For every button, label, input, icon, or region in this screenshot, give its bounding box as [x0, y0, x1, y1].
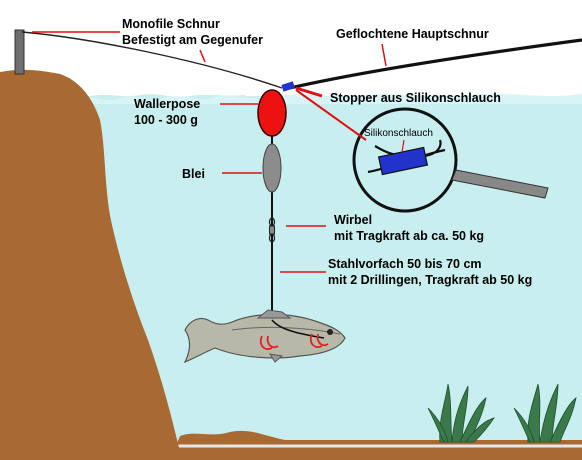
silicone-tube-icon: [377, 146, 429, 176]
stopper-icon: [281, 81, 295, 92]
water-waves: [80, 93, 582, 104]
label-wirbel-line2: mit Tragkraft ab ca. 50 kg: [334, 229, 485, 243]
label-hauptschnur: Geflochtene Hauptschnur: [336, 26, 489, 42]
pointer-hauptschnur: [381, 43, 387, 67]
monofil-line: [21, 31, 283, 89]
pointer-silikon: [401, 139, 405, 153]
label-blei: Blei: [182, 166, 205, 182]
label-blei-text: Blei: [182, 167, 205, 181]
treble-hook-icon: [259, 333, 329, 350]
pointer-monofil-mid: [199, 49, 206, 63]
label-stahlvorfach: Stahlvorfach 50 bis 70 cm mit 2 Drilling…: [328, 256, 532, 288]
swivel-icon: [268, 217, 276, 243]
label-silikonschlauch-text: Silikonschlauch: [364, 128, 433, 139]
label-wallerpose-line1: Wallerpose: [134, 97, 201, 111]
label-silikonschlauch: Silikonschlauch: [364, 128, 433, 139]
shore-stake: [14, 29, 25, 75]
pointer-stopper: [295, 86, 323, 98]
label-monofil-line1: Monofile Schnur: [122, 17, 220, 31]
float-icon: [257, 89, 287, 137]
lead-weight-icon: [262, 143, 282, 193]
pointer-stopper-lens: [295, 89, 367, 141]
label-hauptschnur-text: Geflochtene Hauptschnur: [336, 27, 489, 41]
shore-bank: [0, 69, 182, 460]
label-wallerpose-line2: 100 - 300 g: [134, 113, 198, 127]
label-wallerpose: Wallerpose 100 - 300 g: [134, 96, 200, 128]
water-plants-left: [427, 383, 495, 443]
lens-handle: [451, 169, 549, 199]
label-stopper-text: Stopper aus Silikonschlauch: [330, 91, 501, 105]
water-plants-right: [513, 383, 577, 443]
label-stahl-line2: mit 2 Drillingen, Tragkraft ab 50 kg: [328, 273, 533, 287]
label-monofil-line2: Befestigt am Gegenufer: [122, 33, 264, 47]
label-monofil: Monofile Schnur Befestigt am Gegenufer: [122, 16, 263, 48]
label-wirbel: Wirbel mit Tragkraft ab ca. 50 kg: [334, 212, 484, 244]
braided-line: [289, 38, 582, 90]
label-wirbel-line1: Wirbel: [334, 213, 373, 227]
label-stahl-line1: Stahlvorfach 50 bis 70 cm: [328, 257, 482, 271]
bait-fish-icon: [183, 309, 346, 364]
label-stopper: Stopper aus Silikonschlauch: [330, 90, 501, 106]
